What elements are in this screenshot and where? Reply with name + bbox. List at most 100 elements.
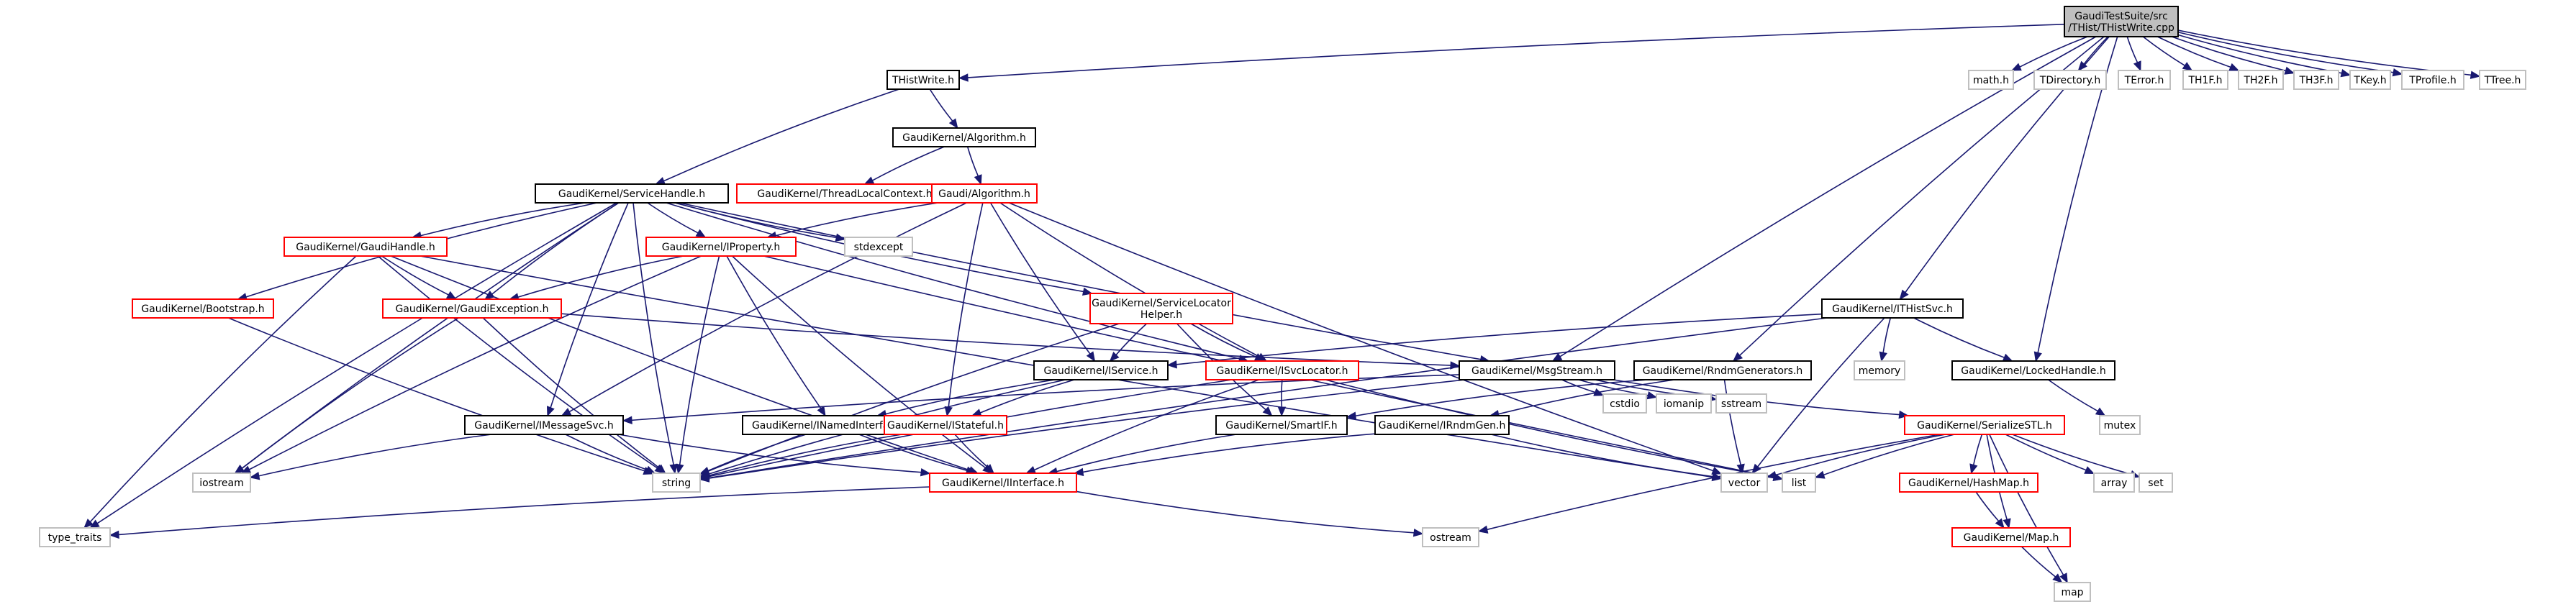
edge-line bbox=[1325, 379, 1774, 478]
edge-msgstream_h-to-cstdio bbox=[1561, 379, 1605, 396]
edge-line bbox=[565, 434, 648, 470]
node-label: Helper.h bbox=[1140, 309, 1182, 321]
node-threadlocalcontext-h[interactable]: GaudiKernel/ThreadLocalContext.h bbox=[736, 183, 953, 204]
node-box bbox=[929, 473, 1077, 493]
edge-line bbox=[929, 88, 953, 122]
node-isvclocator-h[interactable]: GaudiKernel/ISvcLocator.h bbox=[1205, 360, 1359, 380]
node-sstream: sstream bbox=[1715, 393, 1767, 414]
edge-arrowhead bbox=[2340, 68, 2351, 78]
edge-arrowhead bbox=[2010, 63, 2022, 71]
node-iomanip: iomanip bbox=[1656, 393, 1712, 414]
edge-iinterface_h-to-type_traits bbox=[109, 486, 930, 539]
node-box bbox=[2118, 70, 2171, 90]
node-box bbox=[39, 527, 111, 547]
edge-arrowhead bbox=[1073, 467, 1084, 477]
node-box bbox=[1422, 527, 1479, 547]
node-iservice-h[interactable]: GaudiKernel/IService.h bbox=[1033, 360, 1169, 380]
edge-arrowhead bbox=[109, 530, 119, 539]
node-box bbox=[736, 183, 953, 204]
node-th2f-h: TH2F.h bbox=[2238, 70, 2284, 90]
edge-arrowhead bbox=[974, 174, 982, 186]
node-box bbox=[1821, 298, 1964, 319]
node-label: GaudiKernel/HashMap.h bbox=[1908, 478, 2029, 489]
node-root[interactable]: GaudiTestSuite/src/THist/THistWrite.cpp bbox=[2064, 6, 2179, 37]
node-label: GaudiKernel/IService.h bbox=[1044, 365, 1158, 377]
node-smartif-h[interactable]: GaudiKernel/SmartIF.h bbox=[1215, 415, 1348, 435]
node-iproperty-h[interactable]: GaudiKernel/IProperty.h bbox=[645, 237, 797, 257]
edge-root-to-terror_h bbox=[2126, 36, 2141, 72]
node-array: array bbox=[2093, 473, 2135, 493]
edge-arrowhead bbox=[1995, 518, 2005, 529]
edge-arrowhead bbox=[2077, 60, 2087, 71]
node-box bbox=[2479, 70, 2526, 90]
edge-arrowhead bbox=[1477, 525, 1489, 534]
edge-line bbox=[1034, 379, 1259, 471]
edge-gaudihandle_h-to-iinterface_h bbox=[390, 255, 979, 475]
node-gk-algorithm-h[interactable]: GaudiKernel/Algorithm.h bbox=[892, 127, 1036, 147]
edge-gaudi_algorithm_h-to-istateful_h bbox=[944, 202, 984, 417]
edge-line bbox=[731, 255, 986, 468]
node-servicehandle-h[interactable]: GaudiKernel/ServiceHandle.h bbox=[535, 183, 729, 204]
edge-line bbox=[1757, 317, 1885, 467]
node-box bbox=[1782, 473, 1816, 493]
edge-line bbox=[967, 24, 2065, 78]
node-rndmgenerators-h[interactable]: GaudiKernel/RndmGenerators.h bbox=[1633, 360, 1812, 380]
node-label: string bbox=[662, 478, 691, 489]
node-label: GaudiKernel/GaudiException.h bbox=[395, 304, 548, 315]
node-label: iomanip bbox=[1664, 398, 1704, 410]
edge-ithistsvc_h-to-iservice_h bbox=[1166, 313, 1823, 369]
node-gaudi-algorithm-h[interactable]: Gaudi/Algorithm.h bbox=[931, 183, 1038, 204]
edge-line bbox=[666, 202, 1240, 360]
edge-arrowhead bbox=[83, 519, 94, 529]
node-gaudiexception-h[interactable]: GaudiKernel/GaudiException.h bbox=[382, 298, 562, 319]
node-label: GaudiKernel/IProperty.h bbox=[662, 242, 780, 253]
node-box bbox=[284, 237, 448, 257]
node-box bbox=[1951, 360, 2115, 380]
node-box bbox=[1459, 360, 1615, 380]
node-irndmgen-h[interactable]: GaudiKernel/IRndmGen.h bbox=[1374, 415, 1510, 435]
node-iinterface-h[interactable]: GaudiKernel/IInterface.h bbox=[929, 473, 1077, 493]
edge-arrowhead bbox=[1109, 352, 1120, 362]
node-label: GaudiKernel/MsgStream.h bbox=[1471, 365, 1602, 377]
node-box bbox=[1633, 360, 1812, 380]
edge-line bbox=[708, 434, 902, 477]
edge-line bbox=[561, 313, 1451, 366]
edge-iinterface_h-to-ostream bbox=[1076, 490, 1424, 537]
node-label: GaudiKernel/LockedHandle.h bbox=[1961, 365, 2105, 377]
node-serializestl-h[interactable]: GaudiKernel/SerializeSTL.h bbox=[1904, 415, 2065, 435]
node-hashmap-h[interactable]: GaudiKernel/HashMap.h bbox=[1899, 473, 2038, 493]
node-label: list bbox=[1792, 478, 1807, 489]
edge-arrowhead bbox=[546, 406, 555, 417]
edge-line bbox=[679, 255, 720, 465]
node-label: GaudiKernel/SerializeSTL.h bbox=[1917, 420, 2052, 432]
node-box bbox=[132, 298, 274, 319]
node-map-h[interactable]: GaudiKernel/Map.h bbox=[1951, 527, 2071, 547]
edge-line bbox=[390, 255, 970, 471]
edge-line bbox=[1882, 317, 1892, 353]
node-label: GaudiKernel/Algorithm.h bbox=[902, 132, 1026, 144]
node-lockedhandle-h[interactable]: GaudiKernel/LockedHandle.h bbox=[1951, 360, 2115, 380]
edge-gaudihandle_h-to-type_traits bbox=[83, 255, 357, 529]
node-msgstream-h[interactable]: GaudiKernel/MsgStream.h bbox=[1459, 360, 1615, 380]
node-gaudihandle-h[interactable]: GaudiKernel/GaudiHandle.h bbox=[284, 237, 448, 257]
edge-line bbox=[517, 255, 684, 298]
edge-arrowhead bbox=[817, 406, 826, 417]
node-istateful-h[interactable]: GaudiKernel/IStateful.h bbox=[884, 415, 1007, 435]
node-bootstrap-h[interactable]: GaudiKernel/Bootstrap.h bbox=[132, 298, 274, 319]
node-string: string bbox=[652, 473, 701, 493]
node-box bbox=[931, 183, 1038, 204]
edge-rndmgenerators_h-to-vector bbox=[1723, 379, 1745, 475]
node-label: set bbox=[2148, 478, 2164, 489]
node-label: GaudiKernel/IRndmGen.h bbox=[1379, 420, 1506, 432]
node-imessagesvc-h[interactable]: GaudiKernel/IMessageSvc.h bbox=[464, 415, 624, 435]
node-cstdio: cstdio bbox=[1602, 393, 1647, 414]
node-box bbox=[2054, 582, 2091, 602]
edge-line bbox=[228, 317, 645, 472]
edge-gaudihandle_h-to-string bbox=[377, 255, 665, 474]
node-label: GaudiTestSuite/src bbox=[2074, 11, 2168, 22]
edge-thistwrite_h-to-gk_algorithm_h bbox=[929, 88, 958, 129]
node-ithistsvc-h[interactable]: GaudiKernel/ITHistSvc.h bbox=[1821, 298, 1964, 319]
edge-root-to-tdirectory_h bbox=[2077, 36, 2109, 71]
node-thistwrite-h[interactable]: THistWrite.h bbox=[886, 70, 960, 90]
